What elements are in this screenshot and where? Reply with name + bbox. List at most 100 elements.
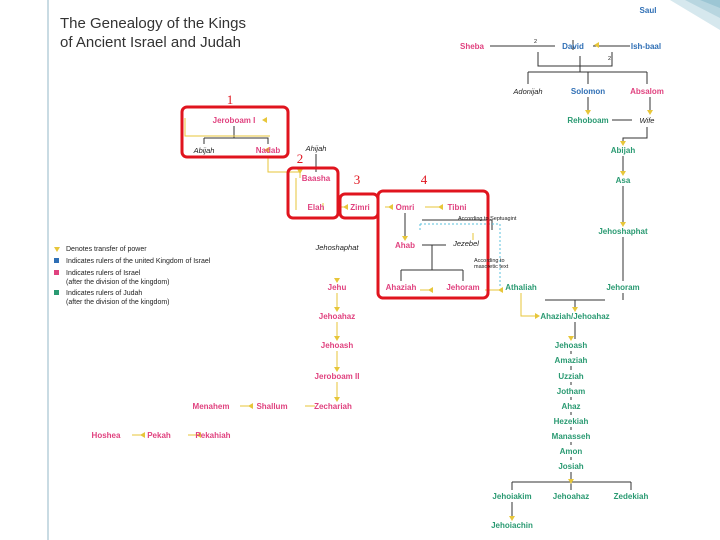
legend-triangle-icon: [54, 247, 60, 252]
node-rehoboam: Rehoboam: [567, 116, 608, 125]
transfer-arrow: [568, 479, 574, 484]
node-jehoahaz_j: Jehoahaz: [553, 492, 589, 501]
node-jezebel: Jezebel: [452, 239, 479, 248]
highlight-box-2: [286, 166, 340, 220]
node-shallum: Shallum: [256, 402, 287, 411]
node-jeroboam1: Jeroboam I: [213, 116, 256, 125]
legend-item: Denotes transfer of power: [54, 246, 147, 253]
transfer-arrow: [498, 287, 503, 293]
node-jeroboam2: Jeroboam II: [315, 372, 360, 381]
legend-swatch-icon: [54, 290, 59, 295]
node-sheba: Sheba: [460, 42, 485, 51]
node-uzziah: Uzziah: [558, 372, 583, 381]
marker-2: 2: [297, 151, 304, 166]
legend-swatch-icon: [54, 258, 59, 263]
node-solomon: Solomon: [571, 87, 605, 96]
node-ahaziah_i: Ahaziah: [386, 283, 417, 292]
node-jehoram_i: Jehoram: [446, 283, 479, 292]
node-david: David: [562, 42, 584, 51]
transfer-arrow: [334, 278, 340, 283]
node-abijah_i: Abijah: [193, 146, 215, 155]
transfer-arrow: [647, 110, 653, 115]
transfer-arrow: [196, 432, 201, 438]
legend-item: Indicates rulers of Judah(after the divi…: [54, 290, 170, 306]
node-ahijah: Ahijah: [305, 144, 327, 153]
node-baasha: Baasha: [302, 174, 331, 183]
transfer-arrow: [297, 169, 303, 174]
note-masoretic-2: masoretic text: [474, 264, 509, 270]
transfer-arrow: [248, 403, 253, 409]
title-line-1: The Genealogy of the Kings: [60, 15, 246, 32]
connector-line: [520, 293, 538, 317]
connector-line: [267, 156, 301, 178]
legend-item: Indicates rulers of Israel (after the div…: [54, 270, 170, 286]
transfer-arrow: [438, 204, 443, 210]
transfer-arrow: [509, 516, 515, 521]
node-zechariah: Zechariah: [314, 402, 352, 411]
node-hoshea: Hoshea: [92, 431, 121, 440]
node-jehoshaphat_j: Jehoshaphat: [598, 227, 648, 236]
node-hezekiah: Hezekiah: [554, 417, 589, 426]
highlight-box-4: [376, 189, 490, 300]
node-omri: Omri: [396, 203, 415, 212]
legend-item: Indicates rulers of the united Kingdom o…: [54, 258, 211, 265]
transfer-arrow: [428, 287, 433, 293]
legend-text: Indicates rulers of Israel: [66, 270, 141, 277]
transfer-arrow: [140, 432, 145, 438]
node-ishbaal: Ish-baal: [631, 42, 661, 51]
marker-1: 1: [227, 92, 234, 107]
transfer-arrow: [620, 222, 626, 227]
connector-line: [420, 223, 501, 287]
connector-lines: [132, 40, 653, 521]
node-abijah: Abijah: [611, 146, 636, 155]
transfer-arrow: [585, 110, 591, 115]
note-number-2b: 2: [608, 56, 611, 62]
transfer-arrow: [568, 336, 574, 341]
transfer-arrow: [535, 313, 540, 319]
transfer-arrow: [334, 367, 340, 372]
transfer-arrow: [334, 397, 340, 402]
legend-text: (after the division of the kingdom): [66, 299, 170, 306]
node-tibni: Tibni: [448, 203, 467, 212]
diagram-title: The Genealogy of the Kings of Ancient Is…: [60, 14, 246, 52]
transfer-arrow: [402, 236, 408, 241]
node-ahaz: Ahaz: [561, 402, 580, 411]
node-asa: Asa: [616, 176, 631, 185]
node-pekahiah: Pekahiah: [195, 431, 230, 440]
node-jehu: Jehu: [328, 283, 347, 292]
node-jehoash_i: Jehoash: [321, 341, 354, 350]
transfer-arrow: [620, 141, 626, 146]
node-ahab: Ahab: [395, 241, 415, 250]
marker-3: 3: [354, 172, 361, 187]
node-zimri: Zimri: [350, 203, 370, 212]
node-pekah: Pekah: [147, 431, 171, 440]
node-manasseh: Manasseh: [552, 432, 591, 441]
node-amon: Amon: [560, 447, 583, 456]
node-jotham: Jotham: [557, 387, 585, 396]
note-number-2a: 2: [534, 39, 537, 45]
connector-line: [184, 118, 270, 137]
transfer-arrow: [388, 204, 393, 210]
node-amaziah: Amaziah: [555, 356, 588, 365]
legend-swatch-icon: [54, 270, 59, 275]
node-jehoahaz_i: Jehoahaz: [319, 312, 355, 321]
node-joash: Jehoash: [555, 341, 588, 350]
legend-text: (after the division of the kingdom): [66, 279, 170, 286]
transfer-arrow: [334, 307, 340, 312]
node-jehoshaphat_i: Jehoshaphat: [315, 243, 360, 252]
highlight-boxes: [180, 105, 490, 300]
node-menahem: Menahem: [193, 402, 230, 411]
note-septuagint: According to Septuagint: [458, 216, 517, 222]
legend-text: Denotes transfer of power: [66, 246, 147, 253]
node-adonijah: Adonijah: [512, 87, 542, 96]
transfer-arrow: [572, 307, 578, 312]
transfer-arrow: [620, 171, 626, 176]
node-nadab: Nadab: [256, 146, 281, 155]
transfer-arrow: [262, 117, 267, 123]
node-josiah: Josiah: [558, 462, 583, 471]
connector-line: [422, 219, 493, 230]
legend-text: Indicates rulers of the united Kingdom o…: [66, 258, 211, 265]
